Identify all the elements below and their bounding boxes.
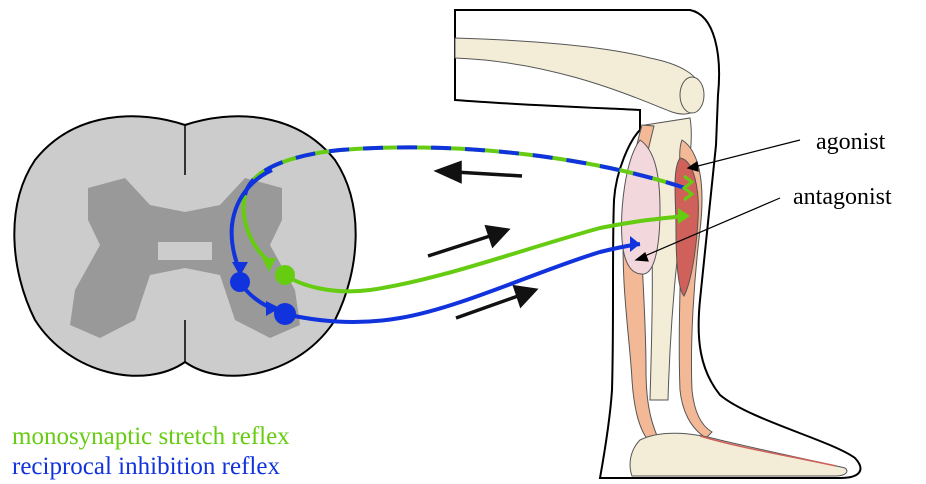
arrowhead-efferent-2 xyxy=(515,287,535,305)
patella xyxy=(680,77,704,113)
arrowhead-efferent-1 xyxy=(487,227,507,245)
central-canal-area xyxy=(158,242,212,260)
legend-stretch-reflex: monosynaptic stretch reflex xyxy=(12,423,290,450)
antagonist-label: antagonist xyxy=(793,184,892,210)
agonist-label: agonist xyxy=(816,129,886,155)
direction-arrow-afferent xyxy=(455,172,522,176)
leg-anatomy xyxy=(455,10,860,478)
arrowhead-afferent xyxy=(438,163,460,181)
legend-inhibition-reflex: reciprocal inhibition reflex xyxy=(12,453,280,480)
direction-arrow-efferent-1 xyxy=(428,236,490,256)
